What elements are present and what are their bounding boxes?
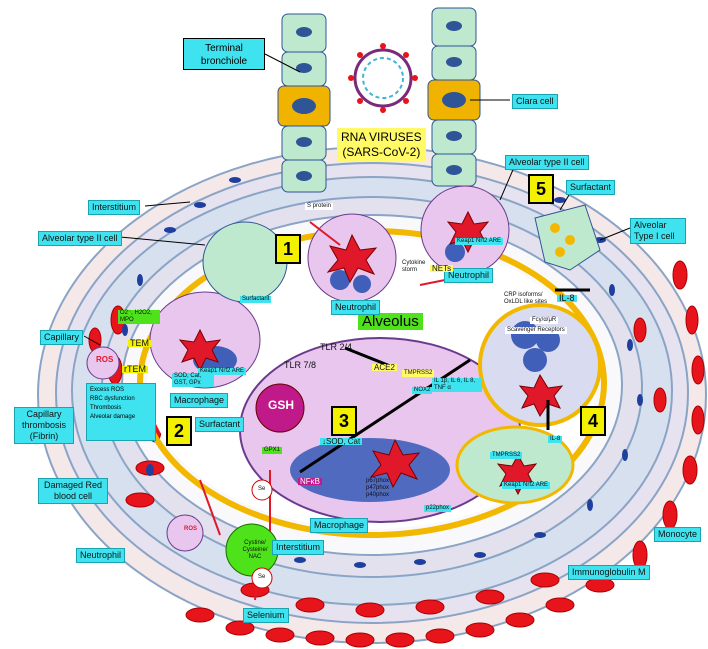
alveolar-type2-top-right bbox=[534, 204, 601, 271]
keap1-left-label: Keap1 Nrf2 ARE bbox=[198, 368, 247, 375]
gsh-label: GSH bbox=[268, 398, 295, 412]
thrombosis-item: RBC dysfunction bbox=[90, 396, 135, 402]
terminal-bronchiole-right bbox=[427, 7, 481, 187]
neutrophil-center-label: Neutrophil bbox=[331, 300, 381, 315]
cytokine-label: Cytokine storm bbox=[400, 260, 428, 274]
ace2-label: ACE2 bbox=[372, 363, 397, 372]
se-bubble bbox=[251, 479, 273, 501]
nox2-label: NOX2 bbox=[412, 387, 433, 394]
thrombosis-item: Alveolar damage bbox=[90, 414, 136, 420]
phox-label: p67phox p47phox p40phox bbox=[366, 478, 390, 498]
scavenger-label: Scavenger Receptors bbox=[505, 327, 567, 334]
ros-neutrophil-label: ROS bbox=[184, 526, 198, 532]
s-protein-label: S protein bbox=[305, 203, 334, 210]
terminal-bronchiole-left bbox=[277, 13, 331, 193]
macrophage-left-label: Macrophage bbox=[170, 393, 229, 408]
marker-1: 1 bbox=[275, 234, 301, 264]
marker-4: 4 bbox=[580, 406, 606, 436]
cystine-label: Cystine/ Cysteine/ NAC bbox=[242, 540, 268, 560]
il8-label: IL-8 bbox=[557, 293, 577, 303]
surfactant-small-label: Surfactant bbox=[240, 296, 272, 303]
label-leaders bbox=[83, 53, 631, 346]
tlr7-label: TLR 7/8 bbox=[284, 360, 317, 370]
se-top-label: Se bbox=[258, 486, 266, 492]
damaged-rbc-label: Damaged Red blood cell bbox=[38, 478, 108, 504]
tmprss2-label: TMPRSS2 bbox=[402, 370, 435, 377]
alveolar-type1-label: Alveolar Type I cell bbox=[630, 218, 686, 244]
terminal-bronchiole-label: Terminal bronchiole bbox=[183, 38, 265, 70]
immunoglobulin-label: Immunoglobulin M bbox=[568, 565, 650, 580]
tem-label: TEM bbox=[128, 338, 151, 348]
rna-viruses-label: RNA VIRUSES (SARS-CoV-2) bbox=[337, 128, 426, 162]
sod-cat-label: ↓SOD, Cat bbox=[320, 437, 363, 446]
monocyte-label: Monocyte bbox=[654, 527, 702, 542]
sars-title: (SARS-CoV-2) bbox=[342, 145, 421, 159]
marker-2: 2 bbox=[166, 416, 192, 446]
alveolar-type2-right-label: Alveolar type II cell bbox=[505, 155, 589, 170]
thrombosis-item: Excess ROS bbox=[90, 387, 125, 393]
clara-cell-label: Clara cell bbox=[512, 94, 558, 109]
keap1-top-label: Keap1 Nrf2 ARE bbox=[455, 238, 504, 245]
surfactant-left-label: Surfactant bbox=[195, 417, 245, 432]
nets-label: NETs bbox=[430, 264, 454, 273]
marker-5: 5 bbox=[528, 174, 554, 204]
p22-label: p22phox bbox=[424, 505, 452, 512]
alveolar-macrophage-right bbox=[478, 303, 602, 427]
tlr2-label: TLR 2/4 bbox=[320, 342, 353, 352]
neutrophil-bottom-left bbox=[86, 346, 204, 552]
interstitium-bottom-label: Interstitium bbox=[272, 540, 325, 555]
gsh-sphere bbox=[255, 383, 305, 433]
ros-stars bbox=[178, 210, 564, 496]
o2-list-label: O2⁻, H2O2, MPO bbox=[118, 310, 160, 324]
sod-list-label: SOD, Cat, GST, GPx bbox=[172, 373, 214, 387]
alveolar-type2-left-label: Alveolar type II cell bbox=[38, 231, 122, 246]
interstitium-top-label: Interstitium bbox=[88, 200, 141, 215]
selenium-label: Selenium bbox=[243, 608, 289, 623]
neutrophil-right-label: Neutrophil bbox=[444, 268, 494, 283]
ros-capillary-label: ROS bbox=[96, 355, 114, 364]
capillary-label: Capillary bbox=[40, 330, 84, 345]
surfactant-right-label: Surfactant bbox=[566, 180, 616, 195]
gpx1-label: GPX1 bbox=[262, 447, 283, 454]
il8-right-label: IL-8 bbox=[548, 436, 563, 443]
neutrophil-left-label: Neutrophil bbox=[76, 548, 126, 563]
nfkb-label: NFκB bbox=[298, 477, 322, 486]
il-list-label: IL 1β, IL 6, IL 8, TNF α bbox=[432, 378, 482, 392]
se-bottom-label: Se bbox=[258, 574, 266, 580]
capillary-thrombosis-label: Capillary thrombosis (Fibrin) bbox=[14, 407, 74, 444]
red-blood-cells bbox=[88, 260, 705, 648]
tmprss2-right-label: TMPRSS2 bbox=[490, 452, 523, 459]
thrombosis-effects-box: Excess ROS RBC dysfunction Thrombosis Al… bbox=[86, 383, 156, 441]
rtem-label: rTEM bbox=[122, 364, 148, 374]
rna-viruses-title: RNA VIRUSES bbox=[341, 130, 422, 144]
sars-cov-2-virion bbox=[348, 43, 418, 113]
selenium-bubble bbox=[251, 567, 273, 589]
fcy-label: Fcγ/α/μR bbox=[530, 317, 559, 324]
crp-label: CRP isoforms/ OxLDL like sites bbox=[504, 292, 548, 305]
thrombosis-item: Thrombosis bbox=[90, 405, 122, 411]
marker-3: 3 bbox=[331, 406, 357, 436]
macrophage-center-label: Macrophage bbox=[310, 518, 369, 533]
alveolus-label: Alveolus bbox=[358, 313, 423, 330]
keap1-right-label: Keap1 Nrf2 ARE bbox=[502, 482, 551, 489]
